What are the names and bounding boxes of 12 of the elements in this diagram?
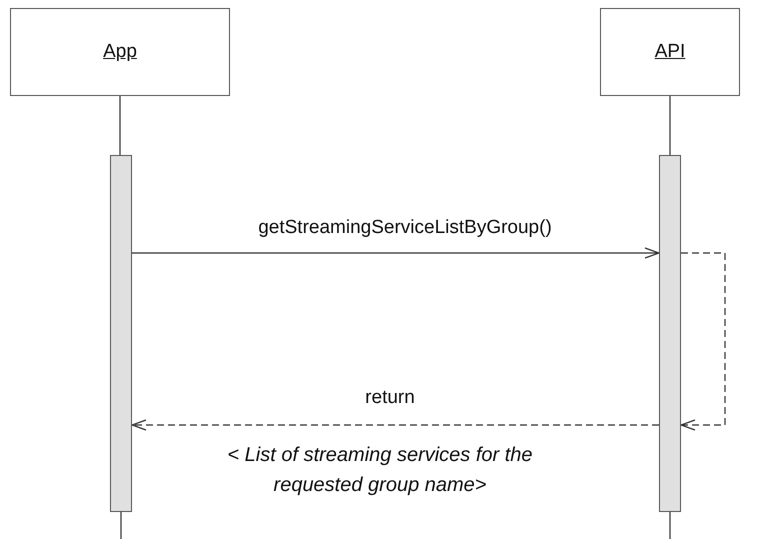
activation-bar (659, 155, 681, 512)
participant-box (600, 8, 740, 96)
message-arrow (680, 252, 726, 431)
message-arrow (132, 247, 660, 259)
return-value-note: < List of streaming services for the requested group name> (226, 443, 534, 498)
lifeline (669, 96, 671, 155)
message-arrow (131, 419, 659, 431)
participant-name: API (654, 40, 686, 64)
participant-name: App (103, 40, 137, 64)
participant-box (10, 8, 230, 96)
activation-bar (110, 155, 132, 512)
lifeline (119, 96, 121, 155)
